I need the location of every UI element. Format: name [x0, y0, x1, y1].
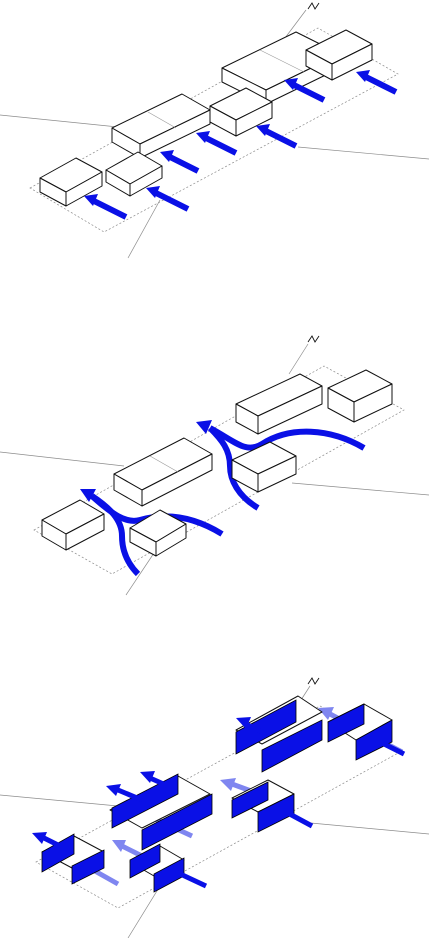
- building-long-bar-middle: [113, 437, 213, 507]
- building-block-front-middle: [129, 509, 187, 557]
- baffle-fin: [231, 781, 269, 819]
- panel-straight-wind-flow: [0, 2, 429, 259]
- building-block-front-left: [41, 499, 105, 551]
- leader-line: [284, 9, 307, 39]
- leader-line: [288, 343, 309, 375]
- baffle-fin: [41, 833, 75, 873]
- leader-line: [0, 451, 125, 467]
- leader-line: [0, 114, 119, 128]
- leader-line: [127, 199, 161, 259]
- building-block-back-right: [305, 29, 373, 81]
- site-boundary: [35, 705, 401, 909]
- building-block-front-left: [39, 157, 103, 207]
- site-boundary: [29, 27, 399, 233]
- site-boundary: [33, 365, 405, 575]
- baffle-fin: [129, 843, 161, 879]
- leader-line: [297, 146, 429, 160]
- baffle-fin: [355, 719, 393, 761]
- panel-split-wind-flow: [0, 335, 429, 596]
- wind-arrow: [256, 124, 298, 149]
- building-block-middle-right: [209, 87, 273, 137]
- building-block-back-right: [327, 369, 393, 423]
- north-arrow-icon: [307, 335, 320, 343]
- baffle-fin: [235, 699, 297, 755]
- wind-arrow: [356, 70, 398, 95]
- wind-baffle-fins: [41, 699, 393, 893]
- baffle-fin: [111, 773, 179, 829]
- building-block-middle-right: [231, 441, 297, 493]
- leader-line: [0, 794, 119, 807]
- building-long-bar-back: [235, 373, 323, 435]
- wind-arrow: [84, 194, 128, 220]
- wind-split-flow-right: [196, 420, 366, 511]
- baffle-fin: [261, 719, 323, 773]
- building-block-front-middle: [105, 151, 163, 197]
- baffle-fin: [71, 849, 105, 885]
- panel-baffled-wind-flow: [0, 677, 429, 938]
- leader-line: [127, 885, 161, 938]
- wind-arrow: [284, 78, 326, 103]
- baffle-fin: [141, 793, 213, 851]
- leader-line: [299, 821, 429, 835]
- baffle-fin: [327, 703, 365, 743]
- leader-line: [125, 549, 157, 596]
- north-arrow-icon: [307, 2, 320, 10]
- leader-line: [291, 482, 429, 496]
- wind-arrow: [146, 186, 190, 212]
- wind-arrow: [160, 150, 200, 174]
- north-arrow-icon: [307, 677, 320, 685]
- wind-arrows-deflected: [32, 717, 406, 889]
- wind-arrow: [196, 131, 238, 156]
- wind-arrows-straight: [84, 70, 398, 220]
- building-long-bar-middle: [111, 93, 211, 159]
- wind-split-flow-left: [80, 489, 224, 577]
